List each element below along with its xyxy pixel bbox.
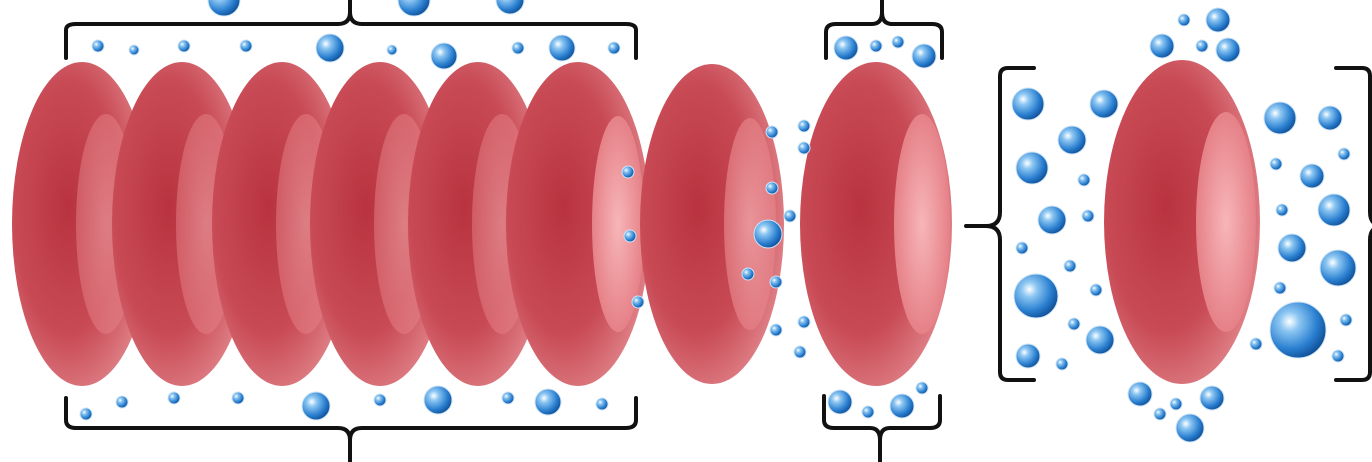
water-bubble-icon	[1016, 344, 1040, 368]
water-bubble-icon	[1178, 14, 1190, 26]
red-blood-cell-icon	[800, 62, 952, 386]
water-bubble-icon	[398, 0, 430, 16]
water-bubble-icon	[1082, 210, 1094, 222]
water-bubble-icon	[784, 210, 796, 222]
water-bubble-icon	[116, 396, 128, 408]
water-bubble-icon	[374, 394, 386, 406]
water-bubble-icon	[1250, 338, 1262, 350]
water-bubble-icon	[766, 182, 778, 194]
water-bubble-icon	[129, 45, 139, 55]
water-bubble-icon	[912, 44, 936, 68]
water-bubble-icon	[1318, 106, 1342, 130]
water-bubble-icon	[1016, 152, 1048, 184]
water-bubble-icon	[1278, 234, 1306, 262]
water-bubble-icon	[870, 40, 882, 52]
water-bubble-icon	[1058, 126, 1086, 154]
water-bubble-icon	[1270, 158, 1282, 170]
water-bubble-icon	[496, 0, 524, 14]
water-bubble-icon	[1332, 350, 1344, 362]
water-bubble-icon	[1038, 206, 1066, 234]
water-bubble-icon	[1320, 250, 1356, 286]
water-bubble-icon	[1338, 148, 1350, 160]
water-bubble-icon	[1150, 34, 1174, 58]
water-bubble-icon	[1086, 326, 1114, 354]
water-bubble-icon	[916, 382, 928, 394]
water-bubble-icon	[1318, 194, 1350, 226]
water-bubble-icon	[798, 316, 810, 328]
water-bubble-icon	[302, 392, 330, 420]
water-bubble-icon	[862, 406, 874, 418]
water-bubble-icon	[1200, 386, 1224, 410]
water-bubble-icon	[208, 0, 240, 16]
water-bubble-icon	[424, 386, 452, 414]
water-bubble-icon	[549, 35, 575, 61]
water-bubble-icon	[1012, 88, 1044, 120]
water-bubble-icon	[798, 120, 810, 132]
water-bubble-icon	[770, 324, 782, 336]
single-cell	[800, 62, 952, 386]
water-bubble-icon	[92, 40, 104, 52]
water-bubble-icon	[1276, 204, 1288, 216]
water-bubble-icon	[1176, 414, 1204, 442]
water-bubble-icon	[535, 389, 561, 415]
water-bubble-icon	[1090, 90, 1118, 118]
water-bubble-icon	[632, 296, 644, 308]
water-bubble-icon	[890, 394, 914, 418]
water-bubble-icon	[1206, 8, 1230, 32]
water-bubble-icon	[431, 43, 457, 69]
enlarged-cell	[1104, 60, 1260, 384]
water-bubble-icon	[1090, 284, 1102, 296]
water-bubble-icon	[1128, 382, 1152, 406]
water-bubble-icon	[770, 276, 782, 288]
water-bubble-icon	[168, 392, 180, 404]
water-bubble-icon	[1056, 358, 1068, 370]
water-bubble-icon	[834, 36, 858, 60]
water-bubble-icon	[512, 42, 524, 54]
water-bubble-icon	[240, 40, 252, 52]
water-bubble-icon	[1300, 164, 1324, 188]
water-bubble-icon	[1264, 102, 1296, 134]
red-blood-cell-icon	[1104, 60, 1260, 384]
red-blood-cell-icon	[506, 62, 650, 386]
water-bubble-icon	[1340, 314, 1352, 326]
water-bubble-icon	[1216, 38, 1240, 62]
water-bubble-icon	[1016, 242, 1028, 254]
water-bubble-icon	[608, 42, 620, 54]
water-bubble-icon	[754, 220, 782, 248]
water-bubble-icon	[794, 346, 806, 358]
water-bubble-icon	[622, 166, 634, 178]
water-bubble-icon	[1274, 282, 1286, 294]
water-bubble-icon	[387, 45, 397, 55]
water-bubble-icon	[1170, 398, 1182, 410]
water-bubble-icon	[892, 36, 904, 48]
water-bubble-icon	[766, 126, 778, 138]
water-bubble-icon	[624, 230, 636, 242]
rouleaux-stack	[12, 62, 650, 386]
water-bubble-icon	[828, 390, 852, 414]
water-bubble-icon	[1078, 174, 1090, 186]
water-bubble-icon	[596, 398, 608, 410]
water-bubble-icon	[232, 392, 244, 404]
water-bubble-icon	[1154, 408, 1166, 420]
water-bubble-icon	[1196, 40, 1208, 52]
water-bubble-icon	[80, 408, 92, 420]
water-bubble-icon	[1270, 302, 1326, 358]
water-bubble-icon	[1064, 260, 1076, 272]
water-bubble-icon	[316, 34, 344, 62]
water-bubble-icon	[178, 40, 190, 52]
water-bubble-icon	[502, 392, 514, 404]
water-bubble-icon	[742, 268, 754, 280]
water-bubble-icon	[798, 142, 810, 154]
water-bubble-icon	[1068, 318, 1080, 330]
water-bubble-icon	[1014, 274, 1058, 318]
